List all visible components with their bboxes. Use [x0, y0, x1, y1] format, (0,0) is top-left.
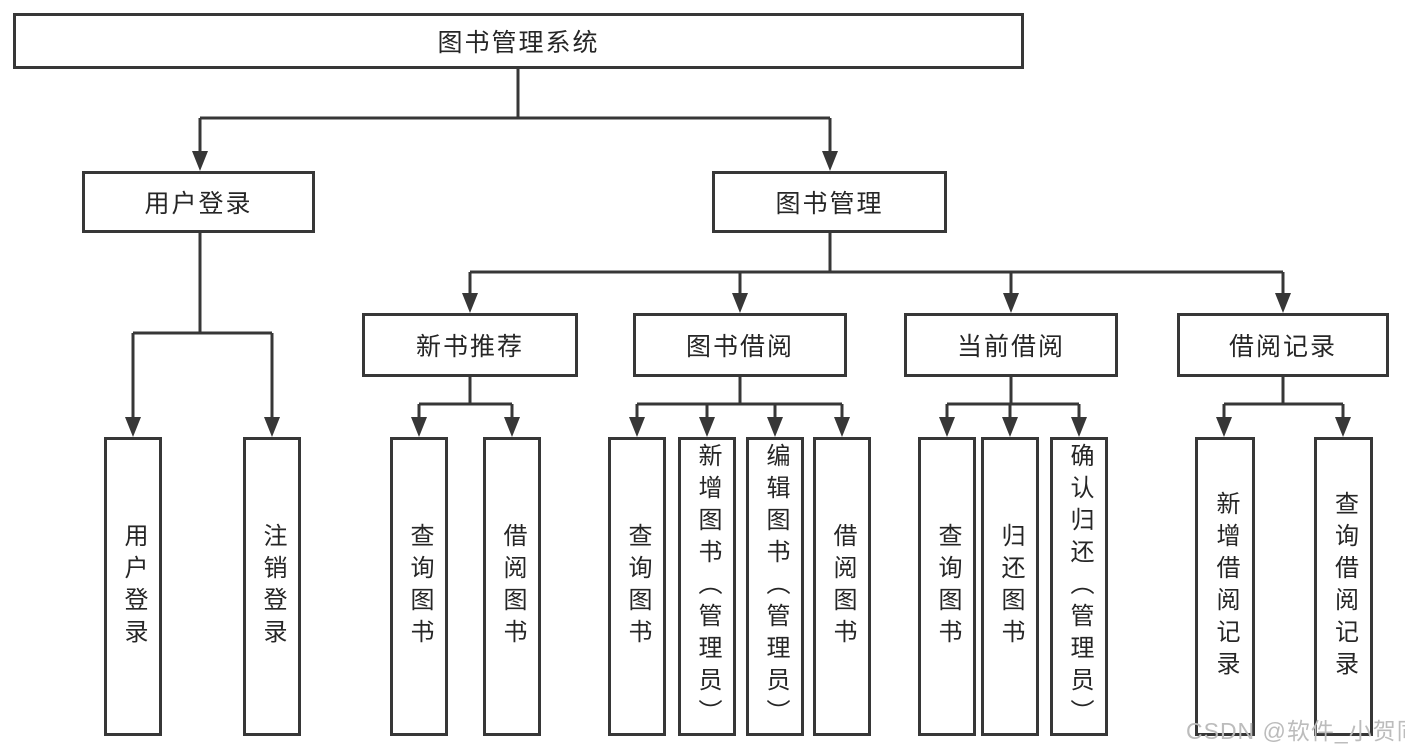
node-current-borrow: 当前借阅 [904, 313, 1118, 377]
leaf-query-books-current: 查询图书 [918, 437, 976, 736]
leaf-label: 借阅图书 [499, 522, 526, 651]
node-user-login: 用户登录 [82, 171, 315, 233]
leaf-return-books: 归还图书 [981, 437, 1039, 736]
leaf-label: 编辑图书（管理员） [762, 442, 789, 731]
leaf-label: 查询图书 [406, 522, 433, 651]
node-book-management: 图书管理 [712, 171, 947, 233]
node-library-management-system: 图书管理系统 [13, 13, 1024, 69]
node-label: 图书管理 [775, 190, 884, 218]
node-label: 用户登录 [144, 190, 253, 218]
leaf-borrow-books: 借阅图书 [813, 437, 871, 736]
leaf-label: 归还图书 [997, 522, 1024, 651]
leaf-label: 新增图书（管理员） [694, 442, 721, 731]
leaf-user-login: 用户登录 [104, 437, 162, 736]
node-label: 图书借阅 [685, 333, 794, 361]
leaf-label: 新增借阅记录 [1212, 490, 1239, 683]
node-new-book-recommend: 新书推荐 [362, 313, 578, 377]
leaf-borrow-books-recommend: 借阅图书 [483, 437, 541, 736]
leaf-label: 查询借阅记录 [1330, 490, 1358, 683]
node-label: 当前借阅 [956, 333, 1065, 361]
leaf-query-books-borrow: 查询图书 [608, 437, 666, 736]
arrowheads [125, 151, 1351, 437]
csdn-watermark: CSDN @软件_小贺同学 [1186, 718, 1405, 744]
leaf-confirm-return-admin: 确认归还（管理员） [1050, 437, 1108, 736]
leaf-edit-books-admin: 编辑图书（管理员） [746, 437, 804, 736]
node-label: 借阅记录 [1228, 333, 1337, 361]
leaf-query-books-recommend: 查询图书 [390, 437, 448, 736]
leaf-logout: 注销登录 [243, 437, 301, 736]
node-label: 图书管理系统 [437, 29, 600, 57]
leaf-query-borrow-record: 查询借阅记录 [1314, 437, 1373, 736]
leaf-label: 注销登录 [259, 522, 286, 651]
leaf-label: 用户登录 [120, 522, 147, 651]
leaf-add-books-admin: 新增图书（管理员） [678, 437, 736, 736]
leaf-label: 查询图书 [934, 522, 961, 651]
leaf-add-borrow-record: 新增借阅记录 [1195, 437, 1255, 736]
leaf-label: 借阅图书 [829, 522, 856, 651]
node-borrow-record: 借阅记录 [1177, 313, 1389, 377]
node-label: 新书推荐 [415, 333, 524, 361]
node-book-borrow: 图书借阅 [633, 313, 847, 377]
leaf-label: 确认归还（管理员） [1066, 442, 1093, 731]
leaf-label: 查询图书 [624, 522, 651, 651]
